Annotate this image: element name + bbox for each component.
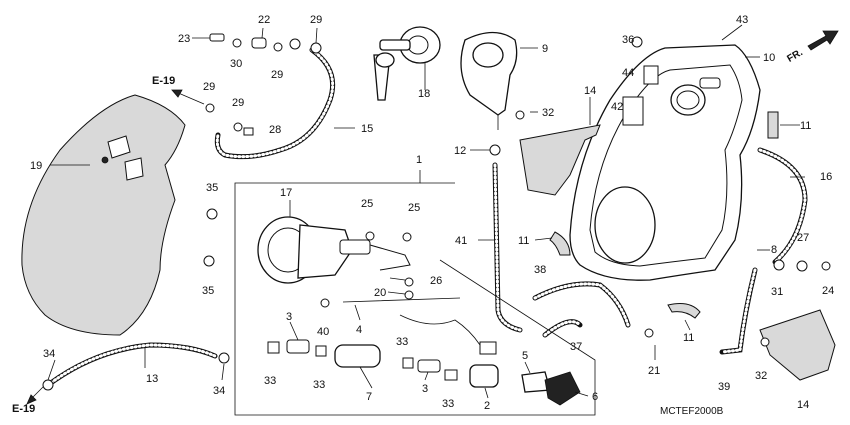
callout-32b: 32 [755,370,767,382]
callout-35b: 35 [202,285,214,297]
callout-29c: 29 [203,81,215,93]
callout-29d: 29 [232,97,244,109]
part-11-pad-b [549,231,571,256]
part-11-pad-a [767,111,779,139]
callout-18: 18 [418,88,430,100]
callout-43: 43 [736,14,748,26]
callout-22: 22 [258,14,270,26]
top-fasteners [205,33,322,136]
callout-44: 44 [622,67,634,79]
callout-2: 2 [484,400,490,412]
callout-3b: 3 [422,383,428,395]
callout-11b: 11 [683,332,694,344]
callout-7: 7 [366,391,372,403]
part-16-tube [757,147,808,265]
callout-37: 37 [570,341,582,353]
callout-25a: 25 [361,198,373,210]
part-39-tube [719,267,758,355]
callout-32a: 32 [542,107,554,119]
callout-24: 24 [822,285,834,297]
callout-39: 39 [718,381,730,393]
callout-13: 13 [146,373,158,385]
callout-17: 17 [280,187,292,199]
reference-top: E-19 [152,75,205,105]
callout-labels: 1 2 3 3 4 5 6 7 8 9 10 11 11 11 12 13 14… [30,14,834,412]
diagram-code: MCTEF2000B [660,406,724,417]
callout-35a: 35 [206,182,218,194]
part-13-hose [45,342,218,388]
callout-27: 27 [797,232,809,244]
callout-34b: 34 [213,385,225,397]
callout-29a: 29 [310,14,322,26]
reference-bottom: E-19 [12,381,49,415]
callout-11a: 11 [518,235,529,247]
callout-14a: 14 [584,85,596,97]
part-9-cap-cover [460,31,518,130]
callout-33b: 33 [313,379,325,391]
callout-26: 26 [430,275,442,287]
callout-33c: 33 [396,336,408,348]
lower-pump-components [42,36,831,406]
part-19-cover [21,94,186,336]
callout-1: 1 [416,154,422,166]
callout-31: 31 [771,286,783,298]
front-label: FR. [785,47,805,65]
part-11-pad-c [667,303,701,319]
part-42-label [622,96,644,126]
callout-25b: 25 [408,202,420,214]
callout-33d: 33 [442,398,454,410]
callout-3a: 3 [286,311,292,323]
callout-29b: 29 [271,69,283,81]
callout-33a: 33 [264,375,276,387]
front-direction-arrow: FR. [785,30,839,65]
callout-4: 4 [356,324,362,336]
callout-15: 15 [361,123,373,135]
callout-19: 19 [30,160,42,172]
part-14-bracket-lower [759,309,836,381]
callout-40: 40 [317,326,329,338]
callout-16: 16 [820,171,832,183]
callout-28: 28 [269,124,281,136]
part-14-bracket-upper [519,124,601,196]
arrow-icon [807,30,839,51]
callout-34a: 34 [43,348,55,360]
callout-30: 30 [230,58,242,70]
part-10-fuel-tank [569,44,761,281]
callout-9: 9 [542,43,548,55]
callout-14b: 14 [797,399,809,411]
callout-10: 10 [763,52,775,64]
part-18-fuel-lock [373,26,441,101]
callout-23: 23 [178,33,190,45]
reference-bottom-label: E-19 [12,403,35,415]
callout-11c: 11 [800,120,811,132]
leader-lines [47,24,805,399]
callout-12: 12 [454,145,466,157]
callout-5: 5 [522,350,528,362]
callout-21: 21 [648,365,660,377]
callout-42: 42 [611,101,623,113]
part-44-label [643,65,659,85]
callout-36: 36 [622,34,634,46]
callout-38: 38 [534,264,546,276]
callout-6: 6 [592,391,598,403]
callout-20: 20 [374,287,386,299]
reference-top-label: E-19 [152,75,175,87]
callout-8: 8 [771,244,777,256]
part-17-fuel-pump [257,216,411,284]
callout-41: 41 [455,235,467,247]
part-4-wire [342,297,481,346]
